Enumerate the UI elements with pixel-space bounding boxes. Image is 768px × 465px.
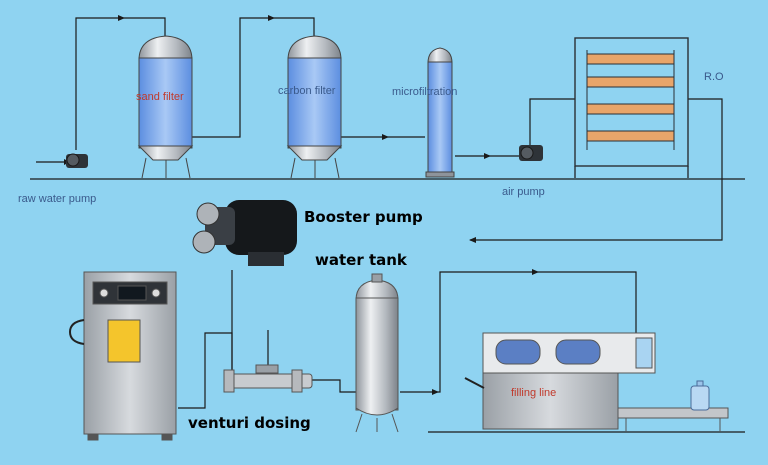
carbon-filter-label: carbon filter xyxy=(278,85,336,97)
water-tank-vessel xyxy=(355,273,399,433)
ozone-generator-cabinet xyxy=(68,271,177,441)
ro-label: R.O xyxy=(704,71,724,83)
venturi-dosing-label: venturi dosing xyxy=(188,414,311,432)
carbon-filter-tank xyxy=(286,35,343,179)
pipe-venturi-to-tank xyxy=(312,379,356,393)
air-pump-icon xyxy=(519,145,543,161)
ro-membrane-rack xyxy=(574,37,689,178)
air-pump-label: air pump xyxy=(502,186,545,198)
raw-water-pump-label: raw water pump xyxy=(18,193,97,205)
filling-line-label: filling line xyxy=(511,387,557,399)
venturi-injector xyxy=(223,364,313,393)
flow-arrows-bottom xyxy=(432,269,539,395)
filling-line-machine xyxy=(464,332,729,432)
pipe-airpump-to-ro xyxy=(529,98,575,145)
pipe-sand-to-carbon xyxy=(192,17,315,138)
sand-filter-label: sand filter xyxy=(136,91,184,103)
bottom-pipework xyxy=(178,270,745,433)
sand-filter-tank xyxy=(137,35,194,179)
microfiltration-unit xyxy=(425,47,455,178)
booster-pump-label: Booster pump xyxy=(304,208,423,226)
ro-membranes xyxy=(586,53,675,142)
water-tank-label: water tank xyxy=(315,251,407,269)
water-bottle-icon xyxy=(690,380,710,411)
top-pipework xyxy=(30,17,745,241)
pipe-ro-return xyxy=(470,98,723,241)
booster-pump-machine xyxy=(192,200,297,266)
raw-water-pump-icon xyxy=(66,153,88,168)
pipe-tank-to-filling xyxy=(400,271,637,393)
microfiltration-label: microfiltration xyxy=(392,86,458,98)
